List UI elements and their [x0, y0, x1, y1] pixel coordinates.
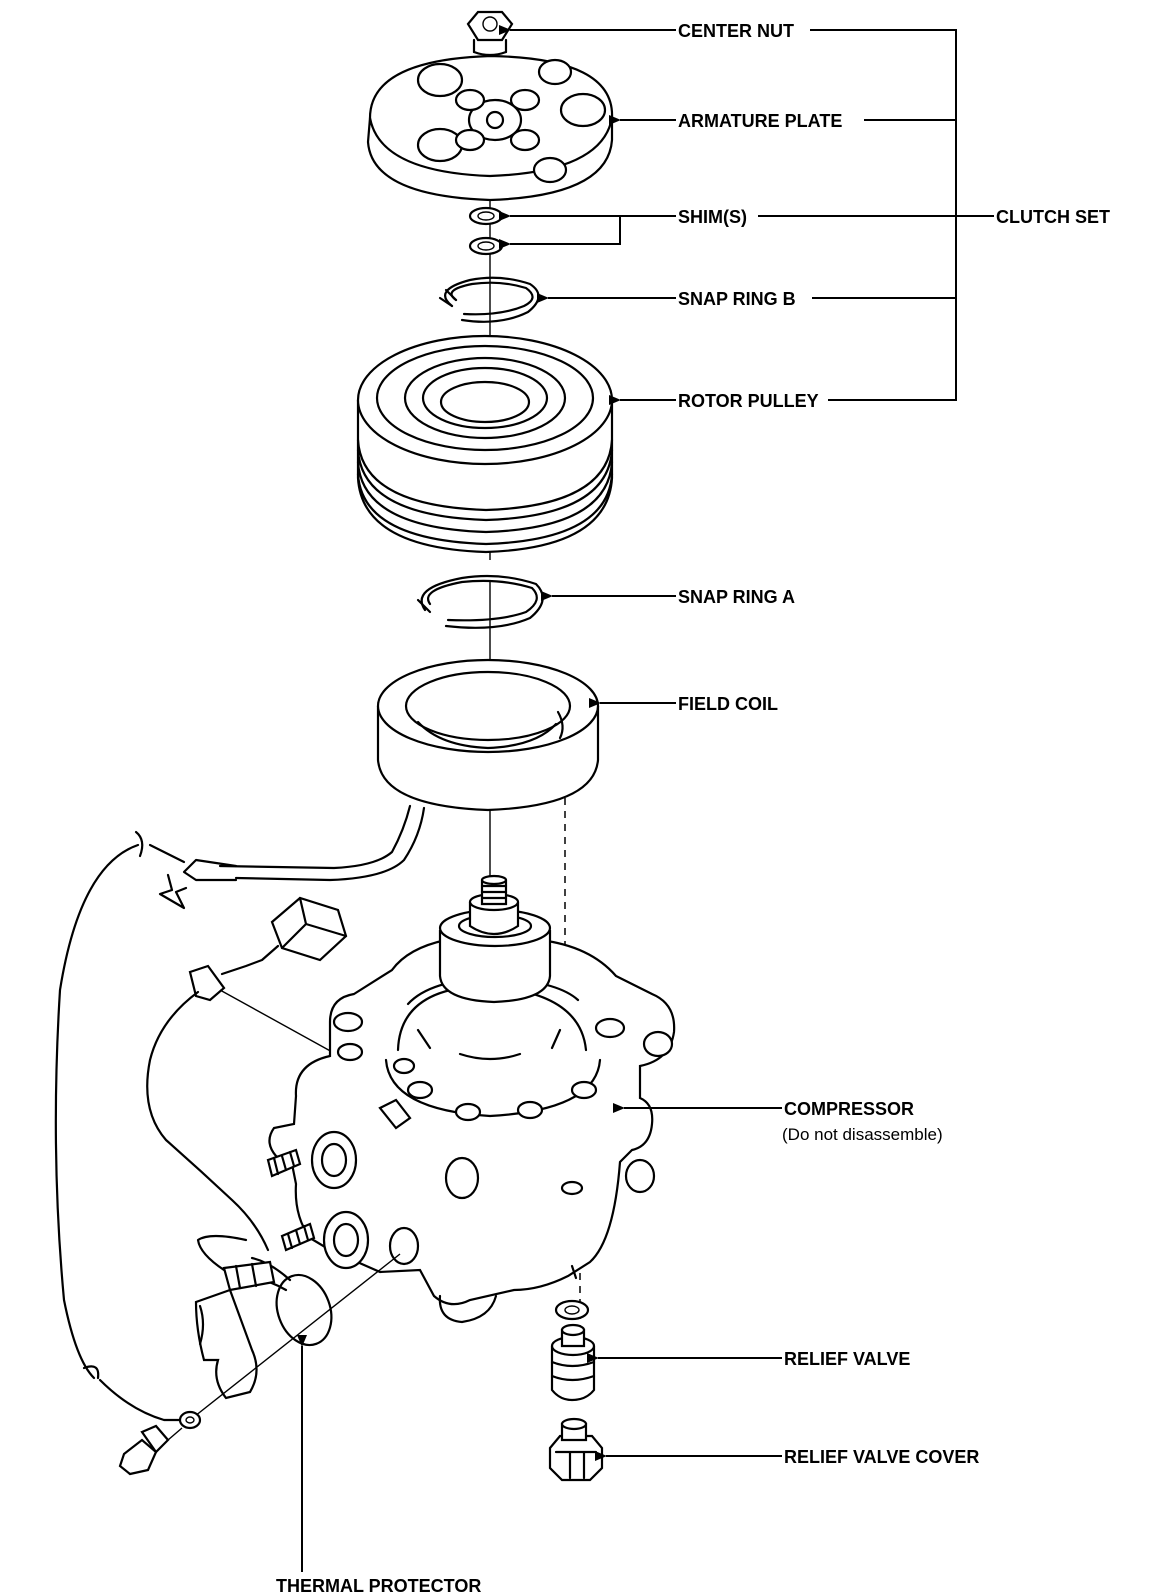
relief-valve-cover-part — [548, 1417, 604, 1482]
thermal-protector-part — [189, 1234, 401, 1421]
shims-part — [468, 206, 504, 256]
label-relief-valve: RELIEF VALVE — [784, 1349, 910, 1369]
compressor-part — [266, 874, 676, 1324]
label-center-nut: CENTER NUT — [678, 21, 794, 41]
center-nut-part — [466, 10, 514, 57]
label-thermal-protector: THERMAL PROTECTOR — [276, 1576, 481, 1596]
rotor-pulley-part — [356, 334, 614, 554]
label-compressor-note: (Do not disassemble) — [782, 1125, 943, 1144]
label-shims: SHIM(S) — [678, 207, 747, 227]
snap-ring-a-part — [416, 574, 544, 629]
label-snap-ring-a: SNAP RING A — [678, 587, 795, 607]
label-armature-plate: ARMATURE PLATE — [678, 111, 842, 131]
field-coil-part — [182, 658, 600, 882]
ground-bolt-part — [118, 1410, 202, 1476]
label-field-coil: FIELD COIL — [678, 694, 778, 714]
label-compressor: COMPRESSOR — [784, 1099, 914, 1119]
label-relief-valve-cover: RELIEF VALVE COVER — [784, 1447, 979, 1467]
label-snap-ring-b: SNAP RING B — [678, 289, 796, 309]
harness-wire — [54, 830, 188, 1422]
armature-plate-part — [366, 54, 614, 202]
label-rotor-pulley: ROTOR PULLEY — [678, 391, 819, 411]
snap-ring-b-part — [438, 276, 540, 323]
label-clutch-set: CLUTCH SET — [996, 207, 1110, 227]
part-labels: CENTER NUT ARMATURE PLATE SHIM(S) CLUTCH… — [276, 18, 1124, 1596]
relief-valve-part — [550, 1299, 596, 1402]
leader-lines — [297, 25, 996, 1572]
